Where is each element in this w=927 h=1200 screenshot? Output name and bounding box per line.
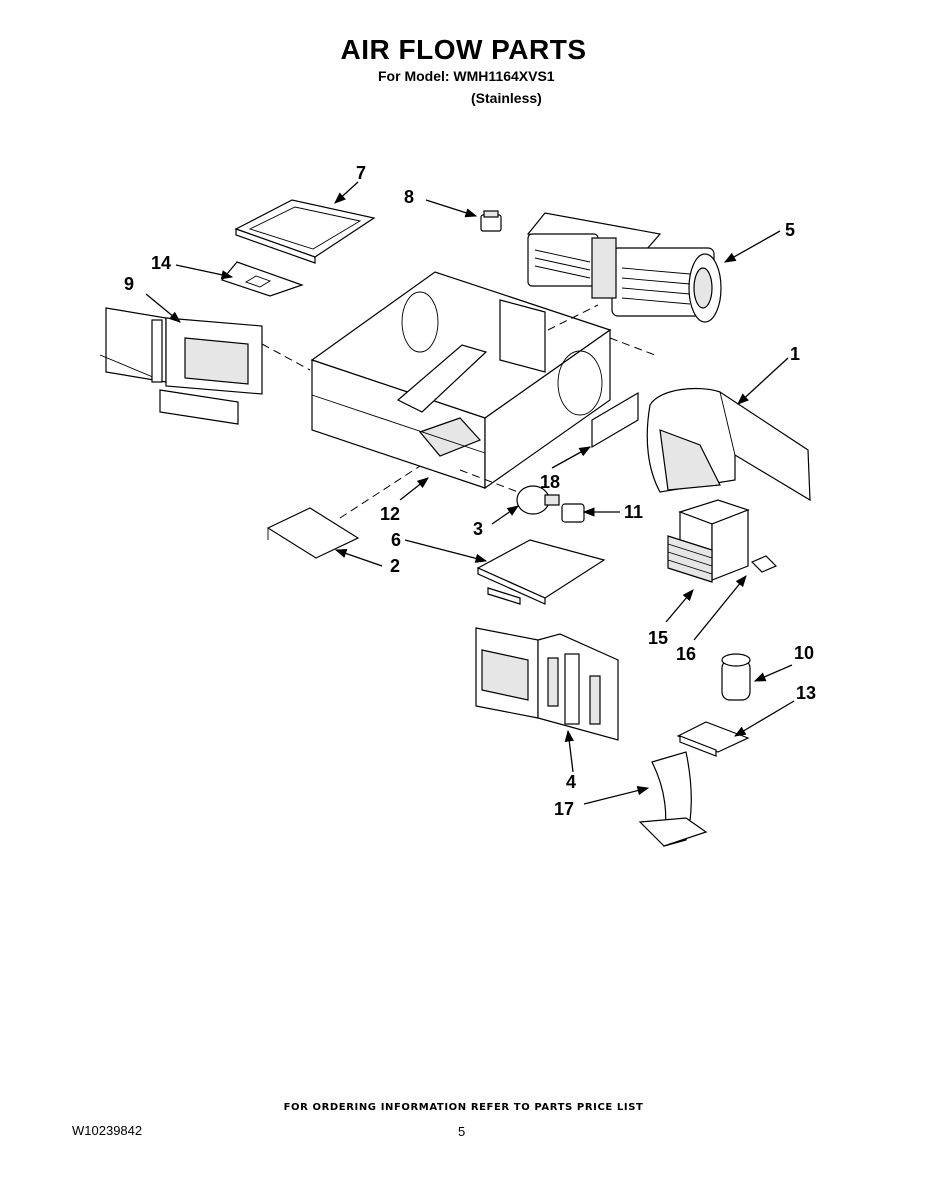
- part-3-lamp-bulb: [516, 485, 560, 515]
- callout-9: 9: [124, 274, 134, 294]
- part-17-duct: [638, 751, 708, 847]
- part-18-panel: [591, 391, 639, 449]
- callout-13: 13: [796, 683, 816, 703]
- part-5-blower: [526, 212, 722, 323]
- part-16-switch: [750, 555, 778, 573]
- callout-12: 12: [380, 504, 400, 524]
- ordering-note: FOR ORDERING INFORMATION REFER TO PARTS …: [283, 1102, 644, 1113]
- callout-5: 5: [785, 220, 795, 240]
- part-2-cover: [266, 507, 360, 559]
- part-7-filter: [234, 199, 376, 264]
- callout-17: 17: [554, 799, 574, 819]
- callout-6: 6: [391, 530, 401, 550]
- callout-4: 4: [566, 772, 576, 792]
- callout-labels: 7 8 5 14 9 1 18 12 3 11 6 2 15 16 10 13 …: [124, 163, 816, 819]
- callout-7: 7: [356, 163, 366, 183]
- callout-10: 10: [794, 643, 814, 663]
- part-14-plate: [220, 261, 304, 297]
- main-air-guide-housing: [310, 271, 612, 490]
- part-13-bracket: [676, 721, 750, 757]
- callout-2: 2: [390, 556, 400, 576]
- part-15-transformer: [667, 499, 750, 583]
- callout-15: 15: [648, 628, 668, 648]
- part-8-connector: [480, 210, 502, 232]
- part-1-vent-duct: [646, 387, 811, 502]
- callout-8: 8: [404, 187, 414, 207]
- part-11-lamp-socket: [561, 503, 585, 523]
- callout-16: 16: [676, 644, 696, 664]
- part-9-air-guide: [99, 307, 263, 425]
- page-number: 5: [458, 1124, 466, 1139]
- callout-arrows: [145, 181, 795, 805]
- callout-1: 1: [790, 344, 800, 364]
- part-4-air-guide-panel: [475, 627, 619, 741]
- callout-14: 14: [151, 253, 171, 273]
- model-line: For Model: WMH1164XVS1: [378, 68, 555, 84]
- callout-11: 11: [624, 502, 643, 522]
- assembly-lines: [261, 304, 656, 519]
- page-title: AIR FLOW PARTS: [340, 34, 587, 65]
- callout-3: 3: [473, 519, 483, 539]
- part-6-plate: [476, 539, 606, 605]
- callout-18: 18: [540, 472, 560, 492]
- finish-line: (Stainless): [471, 90, 542, 106]
- document-number: W10239842: [72, 1123, 143, 1138]
- part-10-capacitor: [721, 653, 751, 701]
